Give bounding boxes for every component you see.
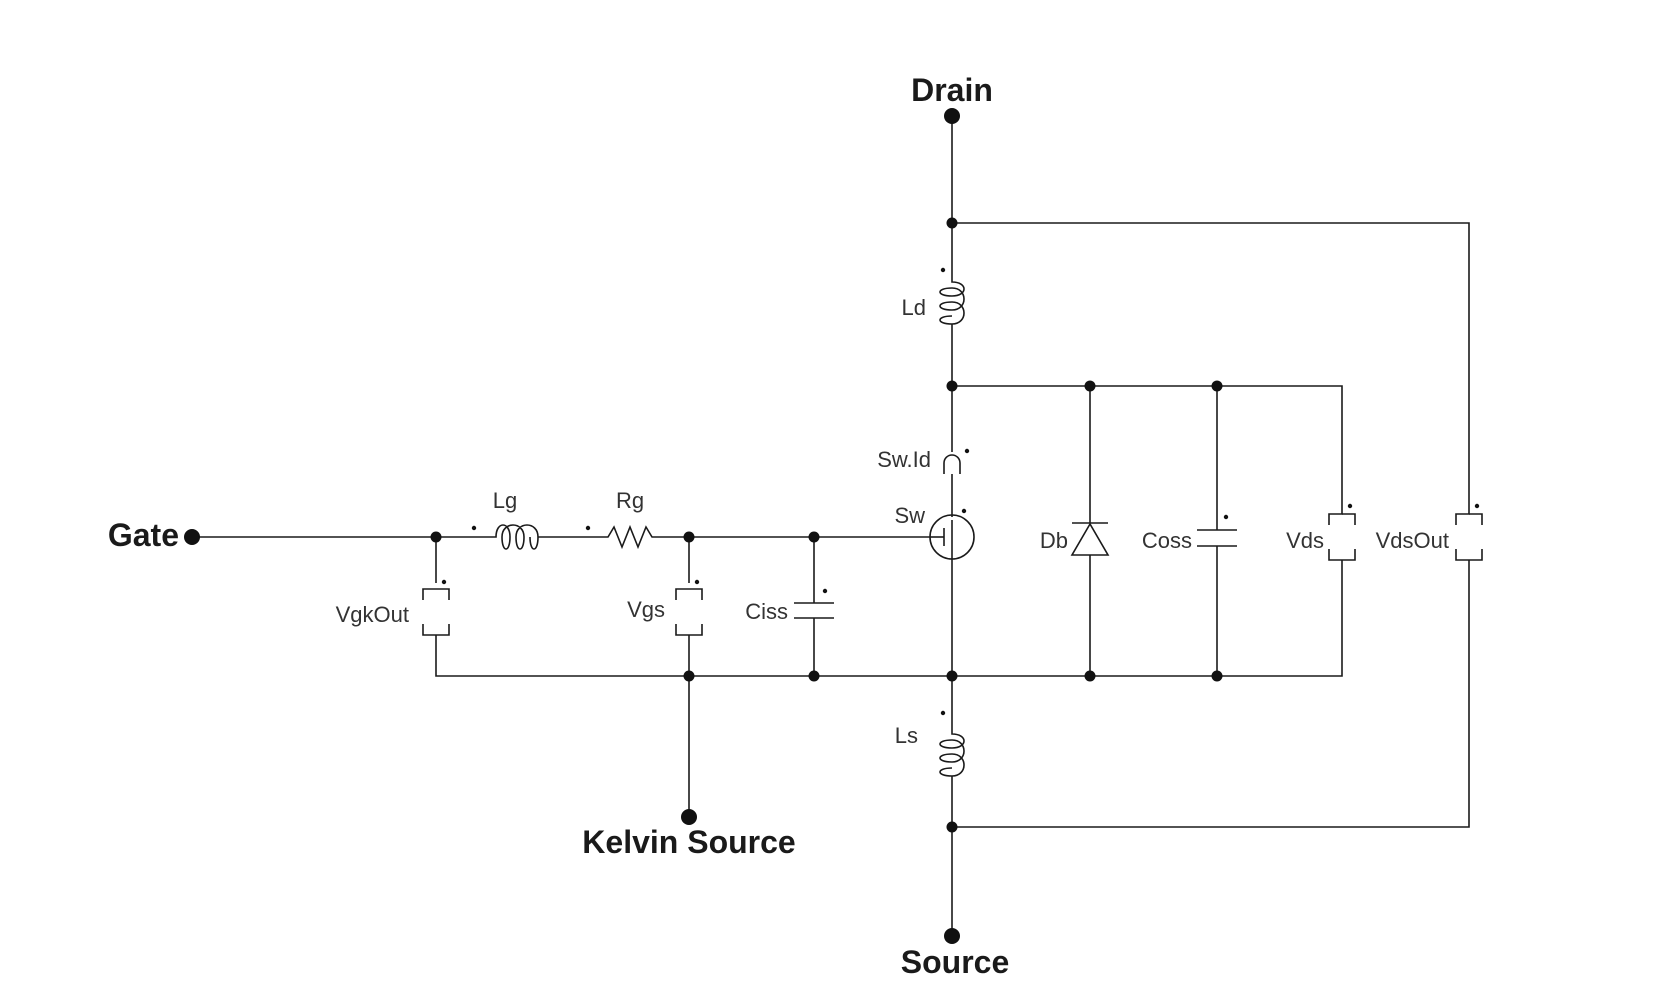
polarity-dot-coss (1223, 514, 1229, 520)
polarity-dot-swid (964, 448, 970, 454)
junction-node (1084, 670, 1096, 682)
current-probe-sw-id (943, 448, 970, 474)
gate-terminal (184, 529, 200, 545)
voltmeter-vgkout (422, 579, 450, 641)
polarity-dot-vgkout (441, 579, 447, 585)
lg-label: Lg (493, 488, 517, 513)
vdsout-label: VdsOut (1376, 528, 1449, 553)
wires (192, 116, 1470, 936)
junction-node (946, 670, 958, 682)
polarity-dot-ciss (822, 588, 828, 594)
diode-db (1070, 522, 1110, 556)
junction-node (946, 821, 958, 833)
drain-label: Drain (911, 72, 993, 108)
source-terminal (944, 928, 960, 944)
polarity-dot-vdsout (1474, 503, 1480, 509)
switch-sw (929, 508, 975, 560)
polarity-dot-ld (940, 267, 946, 273)
polarity-dot-sw (961, 508, 967, 514)
sw-label: Sw (894, 503, 925, 528)
wire-upper-bus (952, 385, 1343, 508)
junction-node (808, 531, 820, 543)
db-label: Db (1040, 528, 1068, 553)
polarity-dot-lg (471, 525, 477, 531)
junction-nodes (430, 217, 1223, 833)
junction-node (683, 670, 695, 682)
inductor-ls (939, 710, 965, 782)
voltmeter-vdsout (1455, 503, 1483, 566)
wire-lower-bus (435, 566, 1343, 677)
wire-vdsout-loop-bottom (952, 566, 1470, 828)
voltmeter-vgs (675, 579, 703, 641)
voltmeter-vds (1328, 503, 1356, 566)
kelvin-source-label: Kelvin Source (582, 824, 795, 860)
capacitor-coss (1197, 514, 1237, 547)
vds-label: Vds (1286, 528, 1324, 553)
polarity-dot-vds (1347, 503, 1353, 509)
junction-node (1211, 670, 1223, 682)
junction-node (1084, 380, 1096, 392)
vgkout-label: VgkOut (336, 602, 409, 627)
ls-label: Ls (895, 723, 918, 748)
junction-node (946, 217, 958, 229)
wire-vdsout-loop-top (952, 222, 1470, 508)
gate-label: Gate (108, 517, 179, 553)
coss-label: Coss (1142, 528, 1192, 553)
ld-label: Ld (902, 295, 926, 320)
kelvin-source-terminal (681, 809, 697, 825)
inductor-ld (939, 267, 965, 338)
capacitor-ciss (794, 588, 834, 619)
source-label: Source (901, 944, 1009, 980)
sw-id-label: Sw.Id (877, 447, 931, 472)
ciss-label: Ciss (745, 599, 788, 624)
polarity-dot-ls (940, 710, 946, 716)
junction-node (683, 531, 695, 543)
drain-terminal (944, 108, 960, 124)
resistor-rg (585, 524, 658, 550)
junction-node (430, 531, 442, 543)
polarity-dot-rg (585, 525, 591, 531)
inductor-lg (471, 524, 540, 550)
junction-node (946, 380, 958, 392)
vgs-label: Vgs (627, 597, 665, 622)
junction-node (1211, 380, 1223, 392)
rg-label: Rg (616, 488, 644, 513)
junction-node (808, 670, 820, 682)
polarity-dot-vgs (694, 579, 700, 585)
